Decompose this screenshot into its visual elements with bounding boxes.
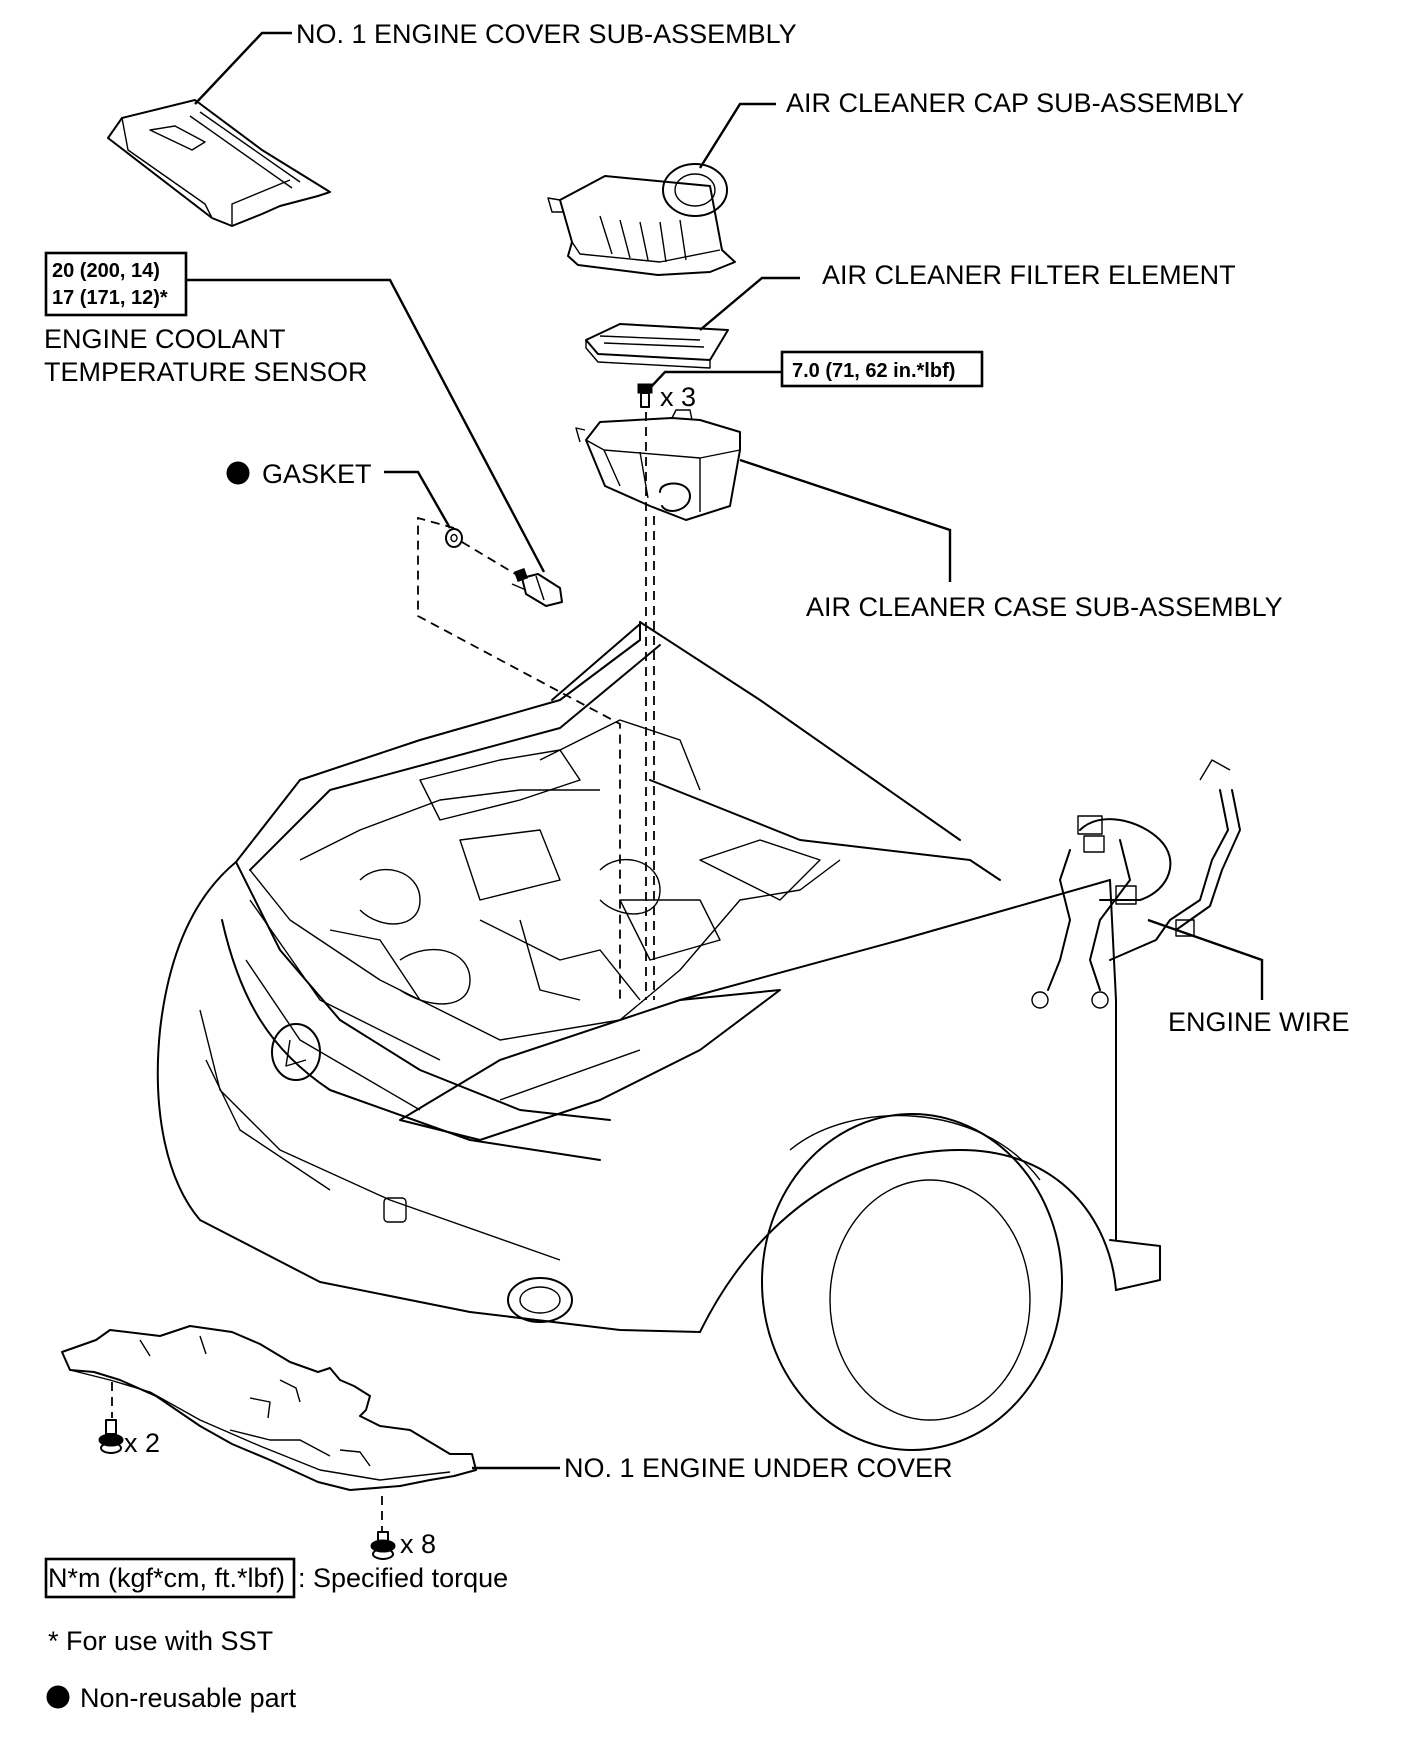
solid-circle-icon bbox=[226, 461, 250, 485]
clip-icon bbox=[370, 1531, 396, 1560]
engine-wire-leader bbox=[1147, 918, 1264, 1000]
engine-cover-leader bbox=[194, 31, 292, 105]
under-cover-bolt-quantity: x 2 bbox=[124, 1428, 160, 1458]
air-cleaner-case-leader bbox=[739, 458, 952, 582]
gasket-label: GASKET bbox=[262, 459, 372, 489]
legend-torque-units: N*m (kgf*cm, ft.*lbf) bbox=[48, 1563, 285, 1593]
air-cleaner-cap-part bbox=[547, 163, 736, 276]
coolant-sensor-label-line2: TEMPERATURE SENSOR bbox=[44, 357, 368, 387]
air-cleaner-cap-label: AIR CLEANER CAP SUB-ASSEMBLY bbox=[786, 88, 1244, 118]
sensor-torque-line1: 20 (200, 14) bbox=[52, 260, 160, 282]
air-cleaner-case-part bbox=[575, 409, 741, 521]
case-bolt-torque-leader bbox=[649, 370, 782, 389]
gasket-leader bbox=[384, 470, 452, 529]
air-cleaner-filter-part bbox=[585, 323, 729, 369]
engine-bay bbox=[249, 719, 841, 1041]
bolt-icon bbox=[637, 383, 653, 408]
engine-cover-label: NO. 1 ENGINE COVER SUB-ASSEMBLY bbox=[296, 19, 797, 49]
under-cover-part bbox=[61, 1325, 477, 1491]
air-cleaner-filter-leader bbox=[699, 276, 800, 331]
coolant-sensor-label-line1: ENGINE COOLANT bbox=[44, 324, 286, 354]
legend-sst-note: * For use with SST bbox=[48, 1626, 273, 1656]
legend: N*m (kgf*cm, ft.*lbf) : Specified torque… bbox=[44, 1557, 508, 1713]
coolant-sensor-part bbox=[511, 567, 563, 607]
case-bolt-quantity: x 3 bbox=[660, 382, 696, 412]
legend-torque-box bbox=[44, 1557, 296, 1599]
under-cover-label: NO. 1 ENGINE UNDER COVER bbox=[564, 1453, 953, 1483]
case-bolt-torque-box bbox=[780, 350, 984, 388]
gasket-part bbox=[445, 528, 463, 548]
legend-torque-text: : Specified torque bbox=[298, 1563, 508, 1593]
sensor-torque-line2: 17 (171, 12)* bbox=[52, 287, 168, 309]
air-cleaner-filter-label: AIR CLEANER FILTER ELEMENT bbox=[822, 260, 1236, 290]
solid-circle-icon bbox=[46, 1685, 70, 1709]
legend-non-reusable: Non-reusable part bbox=[80, 1683, 297, 1713]
air-cleaner-cap-leader bbox=[698, 102, 776, 169]
bolt-icon bbox=[98, 1419, 124, 1454]
coolant-sensor-leader bbox=[186, 278, 546, 573]
under-cover-clip-quantity: x 8 bbox=[400, 1529, 436, 1559]
engine-wire-label: ENGINE WIRE bbox=[1168, 1007, 1350, 1037]
case-bolt-torque-value: 7.0 (71, 62 in.*lbf) bbox=[792, 360, 955, 382]
vehicle-front-body bbox=[156, 621, 1161, 1451]
air-cleaner-case-label: AIR CLEANER CASE SUB-ASSEMBLY bbox=[806, 592, 1283, 622]
engine-cover-part bbox=[107, 99, 331, 227]
installation-dashed-lines bbox=[111, 412, 655, 1532]
engine-wire-part bbox=[1031, 759, 1241, 1009]
sensor-torque-box bbox=[44, 251, 188, 317]
